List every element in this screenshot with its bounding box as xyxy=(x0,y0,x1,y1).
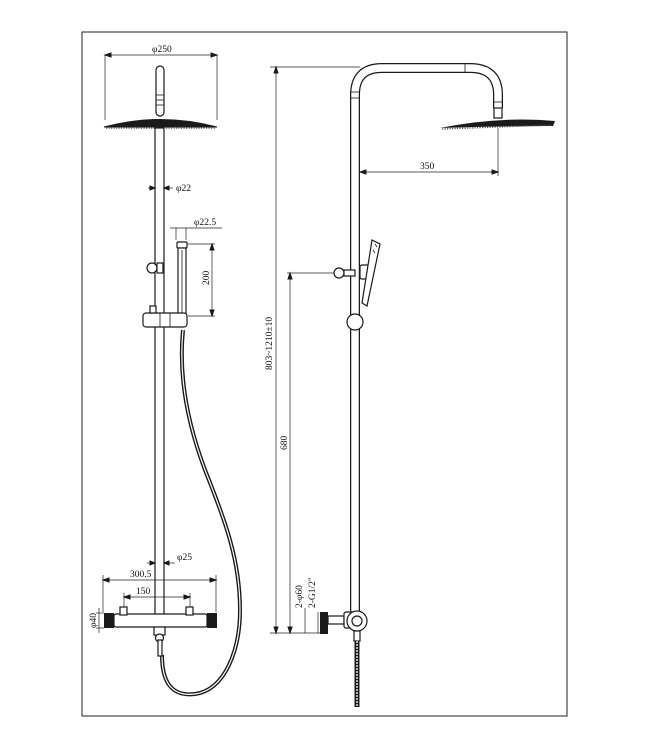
total-height-label: 803~1210±10 xyxy=(265,317,275,370)
head-projection-dimension: 350 xyxy=(358,128,500,176)
inlet-thread-label: 2-G1/2" xyxy=(308,577,318,608)
body-diameter-label: φ40 xyxy=(89,613,99,628)
body-width-label: 300.5 xyxy=(130,570,152,580)
riser-pipe-front xyxy=(154,127,165,624)
flange-diameter-label: 2-φ60 xyxy=(295,585,305,608)
total-height-dimension: 803~1210±10 xyxy=(265,65,360,635)
arm-diameter-dimension: φ22 xyxy=(148,184,191,194)
body-width-dimension: 300.5 xyxy=(101,570,218,612)
riser-diameter-label: φ25 xyxy=(177,553,192,563)
inlet-spacing-label: 150 xyxy=(136,587,151,597)
slider-travel-dimension: 200 xyxy=(188,242,215,318)
head-projection-label: 350 xyxy=(420,162,435,172)
holder-height-label: 680 xyxy=(280,436,290,451)
riser-diameter-dimension: φ25 xyxy=(147,553,192,566)
slider-travel-label: 200 xyxy=(202,271,212,286)
shower-head-front xyxy=(103,119,218,129)
hose xyxy=(160,329,243,697)
drawing-border xyxy=(81,31,568,717)
head-diameter-dimension: φ250 xyxy=(103,45,219,120)
handshower-side xyxy=(361,239,381,307)
body-diameter-dimension: φ40 xyxy=(89,608,104,633)
hose-connector-front xyxy=(157,639,163,657)
arm-diameter-label: φ22 xyxy=(176,184,191,194)
slider-ball-side xyxy=(346,313,364,331)
gooseneck-arm xyxy=(350,63,503,620)
handshower-front xyxy=(176,241,188,319)
flange-diameter-dimension: 2-φ60 xyxy=(295,585,306,633)
front-view: φ250 φ22 φ22.5 xyxy=(89,45,243,697)
handshower-diameter-label: φ22.5 xyxy=(194,218,216,228)
slider-clamp-front xyxy=(142,305,188,328)
holder-height-dimension: 680 xyxy=(280,271,334,635)
side-view: 803~1210±10 350 xyxy=(265,63,555,707)
valve-body-side xyxy=(320,610,368,707)
handshower-diameter-dimension: φ22.5 xyxy=(170,218,222,240)
shower-head-side xyxy=(440,107,555,130)
shower-arm xyxy=(155,65,165,117)
holder-knob-front xyxy=(146,262,164,274)
head-diameter-label: φ250 xyxy=(152,45,172,55)
inlet-thread-dimension: 2-G1/2" xyxy=(308,577,319,633)
thermostatic-body-front xyxy=(104,606,217,643)
